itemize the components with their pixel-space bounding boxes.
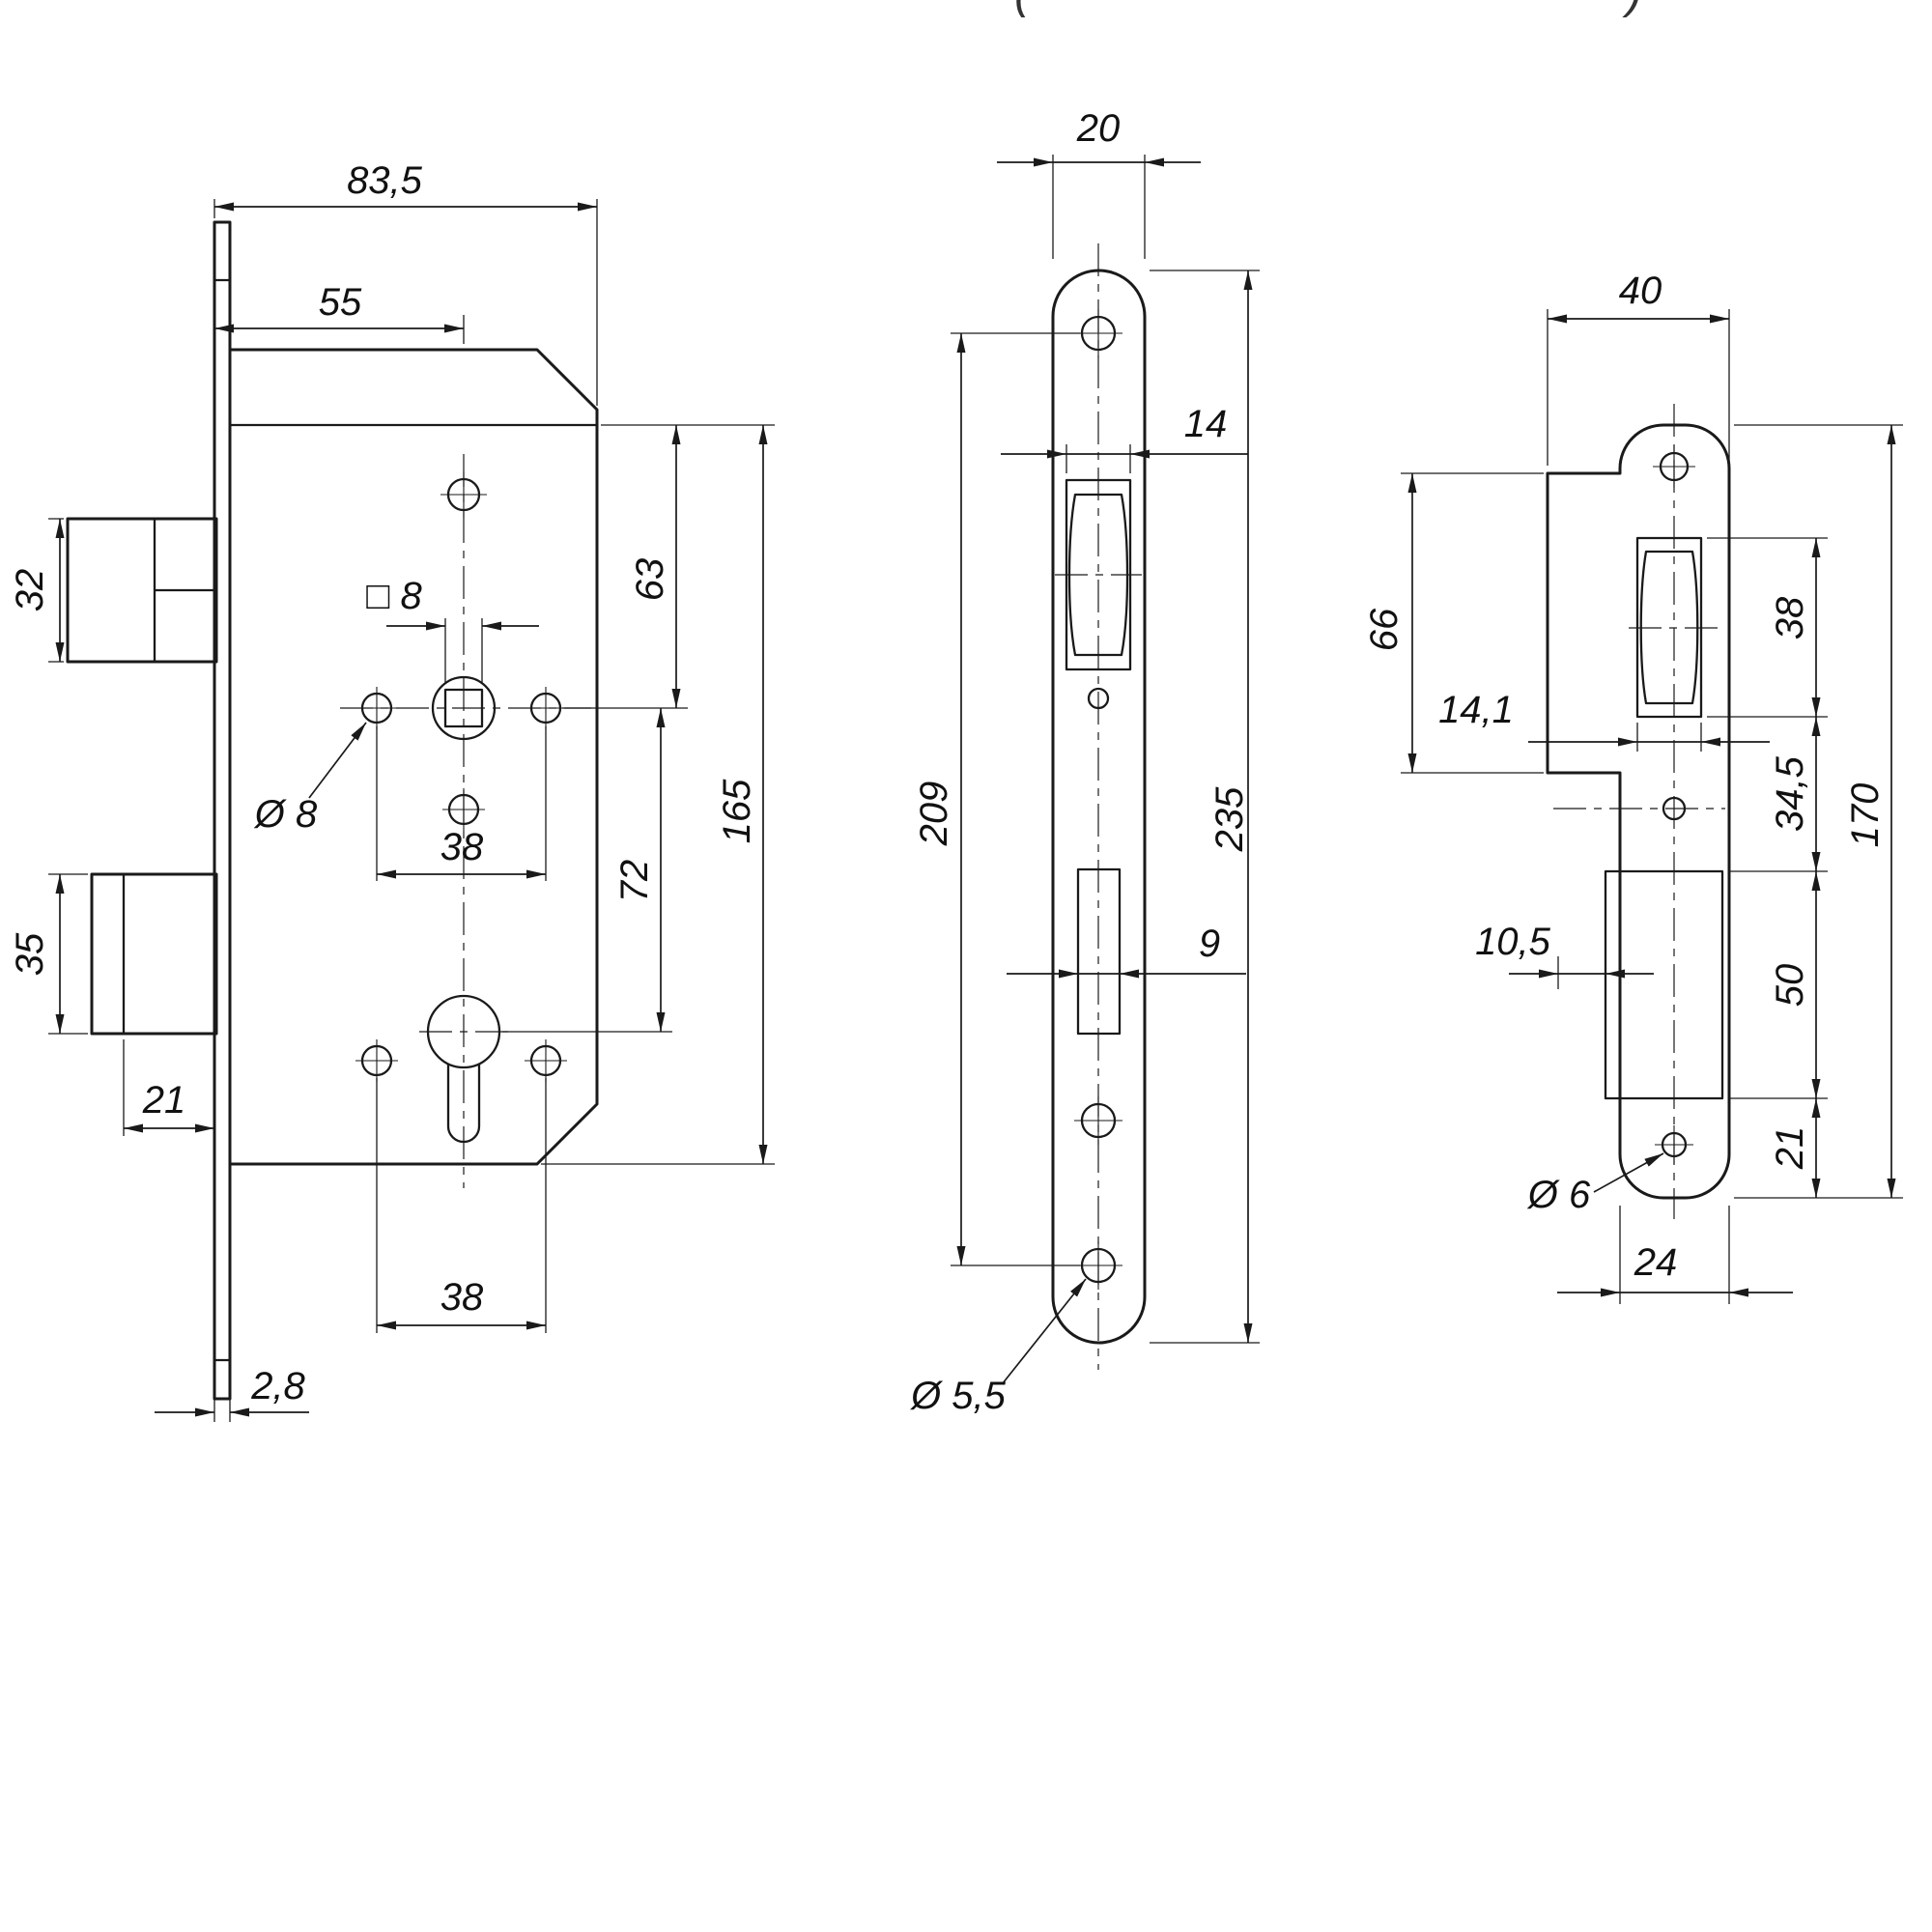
dim-label-14: 14 (1184, 403, 1228, 445)
dim-strike-width: 40 (1547, 270, 1730, 466)
dim-label-21-strike: 21 (1769, 1126, 1811, 1171)
dim-edge-offset: 10,5 (1475, 921, 1654, 989)
dim-label-40: 40 (1619, 270, 1662, 312)
dim-label-170: 170 (1844, 783, 1887, 848)
dim-strike-latch-width: 14,1 (1438, 689, 1770, 752)
dim-faceplate-screw-dia: Ø 5,5 (909, 1278, 1087, 1417)
dim-strike-latch-height: 38 (1707, 537, 1828, 718)
dim-label-14-1: 14,1 (1438, 689, 1514, 731)
dim-strike-screw-dia: Ø 6 (1526, 1152, 1664, 1216)
dim-label-21: 21 (142, 1079, 186, 1122)
dim-label-38-top: 38 (440, 826, 484, 868)
dim-plate-thickness: 2,8 (155, 1365, 309, 1422)
strike-plate-outline (1546, 423, 1731, 1200)
dim-label-50: 50 (1769, 964, 1811, 1008)
dim-label-10-5: 10,5 (1475, 921, 1551, 963)
deadbolt (90, 872, 218, 1036)
view-faceplate: 20 14 209 235 9 Ø 5,5 (909, 107, 1260, 1417)
dim-label-9: 9 (1199, 923, 1220, 965)
dim-label-55: 55 (319, 281, 362, 324)
dim-hole-spacing-bottom: 38 (376, 1078, 547, 1333)
header-paren-left: ( (1014, 0, 1035, 18)
dim-label-35: 35 (9, 932, 51, 976)
dim-label-66: 66 (1363, 608, 1406, 651)
dim-faceplate-length: 235 (1150, 270, 1260, 1344)
dim-label-2-8: 2,8 (250, 1365, 305, 1407)
dim-label-24: 24 (1634, 1241, 1678, 1284)
dim-label-38-strike: 38 (1769, 596, 1811, 639)
dim-deadbolt-height: 35 (9, 873, 88, 1035)
dim-label-dia-8: Ø 8 (253, 793, 318, 836)
faceplate-deadbolt-cutout (1076, 867, 1122, 1036)
case-holes (355, 471, 567, 1144)
dim-faceplate-width: 20 (997, 107, 1201, 259)
view-strike-plate: 40 66 14,1 38 34,5 50 (1363, 270, 1903, 1304)
header-paren-right: ) (1622, 0, 1642, 18)
dim-mid-spacing: 34,5 (1729, 717, 1828, 872)
dim-latch-height: 32 (9, 518, 65, 663)
dim-backset: 55 (214, 281, 465, 344)
dim-latch-cutout-width: 14 (1001, 403, 1248, 473)
dim-label-235: 235 (1208, 786, 1251, 852)
view-lock-body: 83,5 55 32 □ 8 Ø 8 38 (9, 159, 775, 1422)
dim-label-square-8: □ 8 (366, 575, 422, 617)
latch-bolt-front (1067, 493, 1129, 657)
faceplate-edge (213, 220, 232, 1401)
dim-label-165: 165 (716, 779, 758, 843)
dim-label-20: 20 (1076, 107, 1121, 150)
dim-box-height: 66 (1363, 472, 1544, 774)
dim-deadbolt-throw: 21 (123, 1039, 214, 1136)
dim-strike-length: 170 (1734, 424, 1903, 1199)
dim-bottom-offset: 21 (1769, 1098, 1821, 1198)
dim-square-follower: □ 8 (366, 575, 539, 684)
dim-label-63: 63 (629, 558, 671, 602)
dim-case-height: 165 (541, 425, 775, 1165)
dim-bolt-cutout-height: 50 (1729, 871, 1828, 1099)
dim-screw-centers: 209 (913, 332, 1080, 1266)
dim-overall-width: 83,5 (213, 159, 598, 406)
dim-label-38-bottom: 38 (440, 1276, 484, 1319)
cropped-header-text: ( ) (1014, 0, 1642, 18)
latch-bolt-detail (153, 519, 216, 662)
dim-label-72: 72 (613, 860, 656, 903)
dim-hole-spacing-top: 38 (376, 726, 547, 881)
faceplate-small-hole (1087, 687, 1110, 710)
faceplate-edge-notches (214, 278, 230, 1362)
dim-label-83-5: 83,5 (347, 159, 423, 202)
dim-deadbolt-cutout-width: 9 (1007, 923, 1246, 979)
lock-case-outline (228, 348, 599, 1166)
dim-label-dia-6: Ø 6 (1526, 1174, 1591, 1216)
dim-label-32: 32 (9, 569, 51, 612)
dim-center-to-cylinder: 72 (502, 708, 672, 1033)
dim-label-209: 209 (913, 781, 955, 847)
dim-top-to-center: 63 (562, 424, 775, 709)
strike-deadbolt-cutout (1604, 869, 1724, 1100)
dim-lip-width: 24 (1557, 1206, 1793, 1304)
dim-label-dia-5-5: Ø 5,5 (909, 1375, 1007, 1417)
dim-hole-dia: Ø 8 (253, 722, 367, 836)
dim-label-34-5: 34,5 (1769, 755, 1811, 832)
latch-bolt-in-strike (1639, 550, 1699, 705)
